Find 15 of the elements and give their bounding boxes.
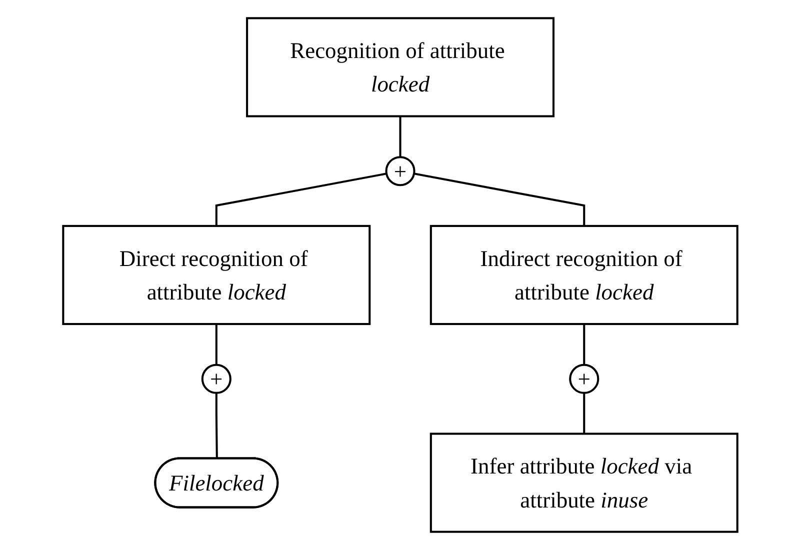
- node-circle: [202, 364, 232, 394]
- node-box: [430, 432, 739, 533]
- node-box: [62, 224, 371, 326]
- node-box: [430, 224, 739, 326]
- node-circle: [569, 364, 600, 394]
- connector: [583, 324, 586, 365]
- node-box: [246, 17, 555, 118]
- connector: [414, 172, 586, 226]
- connector: [216, 172, 387, 226]
- connector: [583, 392, 586, 434]
- node-circle: [385, 156, 416, 186]
- fault-tree-diagram: Recognition of attribute locked + Direct recognition of attribute locked Indirect recognition of attribute locked + + Filelocked Infer attribute locked via attribute inuse: [55, 10, 746, 540]
- connector: [216, 392, 218, 459]
- connector: [399, 116, 402, 158]
- connector: [216, 324, 218, 365]
